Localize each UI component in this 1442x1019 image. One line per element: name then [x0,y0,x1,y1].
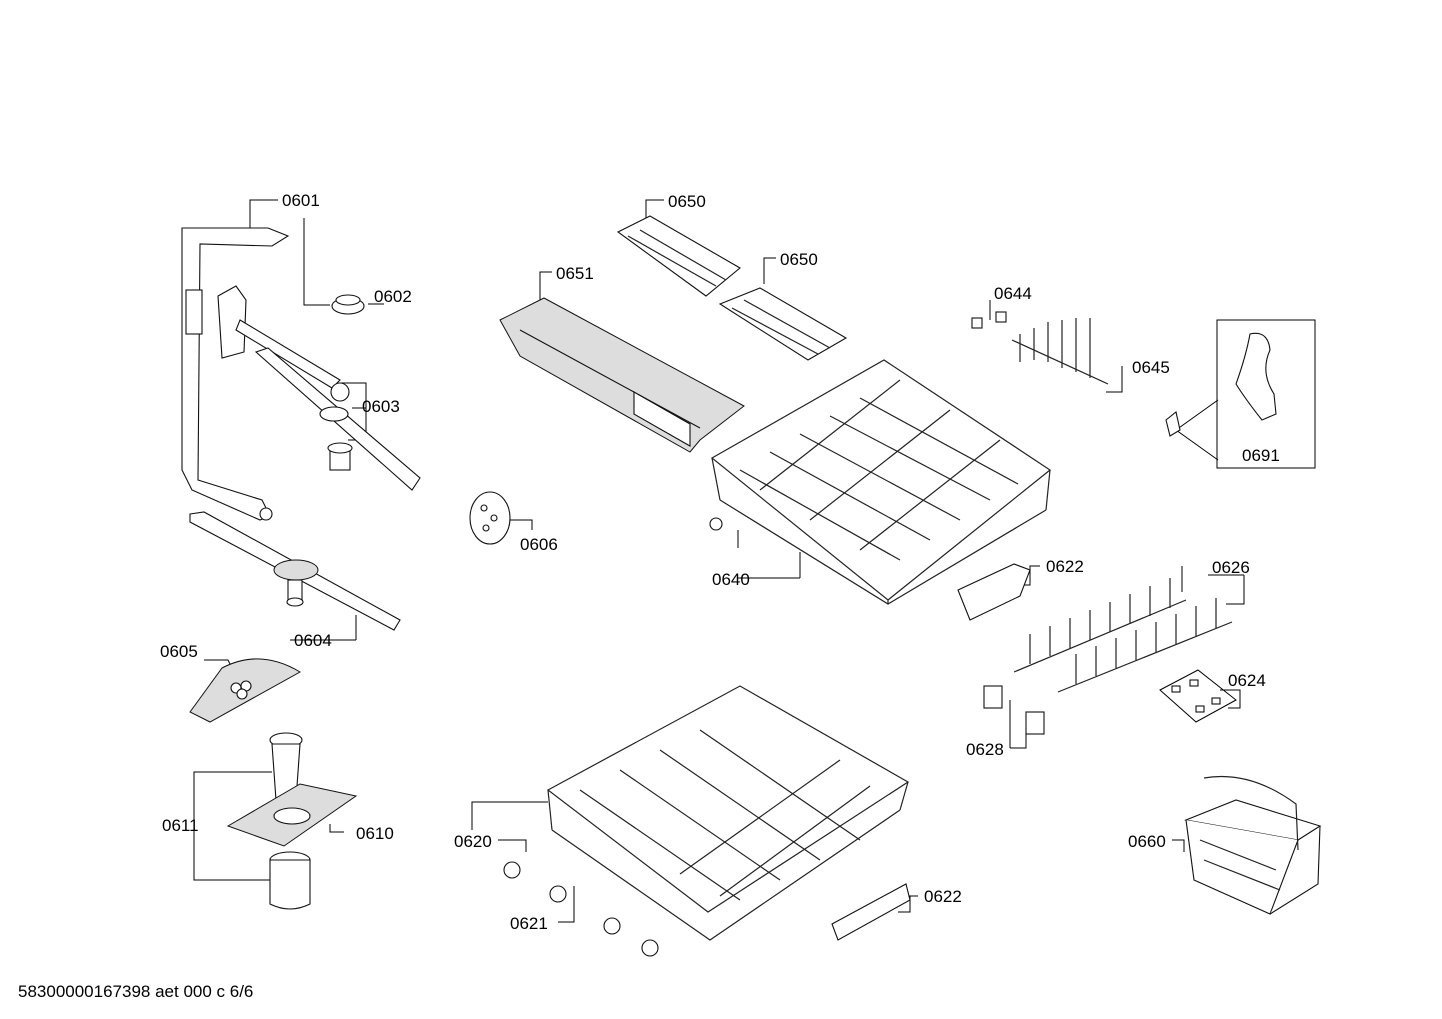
folding-rack-part [1013,578,1233,693]
cutlery-tray-part [499,297,745,453]
cup-rack-part-b [718,287,848,361]
upper-spray-arm-part [217,285,421,491]
callout-0691: 0691 [1242,446,1280,465]
cutlery-basket-part [1184,775,1322,915]
callout-0601: 0601 [282,191,320,210]
callout-0603: 0603 [362,397,400,416]
callout-0624: 0624 [1228,671,1266,690]
fine-filter-part [189,658,301,723]
callout-0650-b: 0650 [780,250,818,269]
callout-0605: 0605 [160,642,198,661]
parts [181,215,1322,957]
nozzle-ring-part [331,294,365,315]
supply-pipe-part [181,227,290,521]
callout-0622-lower: 0622 [924,887,962,906]
hub-fittings-part [319,406,353,471]
callout-0626: 0626 [1212,558,1250,577]
filter-assembly-part [226,732,358,910]
callout-0660: 0660 [1128,832,1166,851]
rack-clip-part [983,685,1045,735]
cover-disc-part [469,491,511,545]
tine-row-part [971,311,1109,385]
clip-set-part [1159,669,1237,723]
upper-basket-part [709,359,1052,605]
callout-0644: 0644 [994,284,1032,303]
leader-lines [193,199,1245,923]
basket-handle-upper-part [957,563,1031,621]
lower-basket-part [546,685,910,941]
basket-handle-lower-part [831,883,911,941]
callout-0650-a: 0650 [668,192,706,211]
callout-0645: 0645 [1132,358,1170,377]
callout-0628: 0628 [966,740,1004,759]
callout-0610: 0610 [356,824,394,843]
callout-0604: 0604 [294,631,332,650]
document-reference: 58300000167398 aet 000 c 6/6 [18,982,254,1001]
callout-0620: 0620 [454,832,492,851]
clip-detail-inset [1165,319,1316,469]
cup-rack-part-a [616,215,741,297]
callout-0602: 0602 [374,287,412,306]
callout-0611: 0611 [162,816,199,835]
callout-0622-upper: 0622 [1046,557,1084,576]
lower-spray-arm-part [189,511,401,631]
callout-0651: 0651 [556,264,594,283]
callout-0621: 0621 [510,914,548,933]
callout-0640: 0640 [712,570,750,589]
basket-wheel-part [503,861,659,957]
callout-0606: 0606 [520,535,558,554]
